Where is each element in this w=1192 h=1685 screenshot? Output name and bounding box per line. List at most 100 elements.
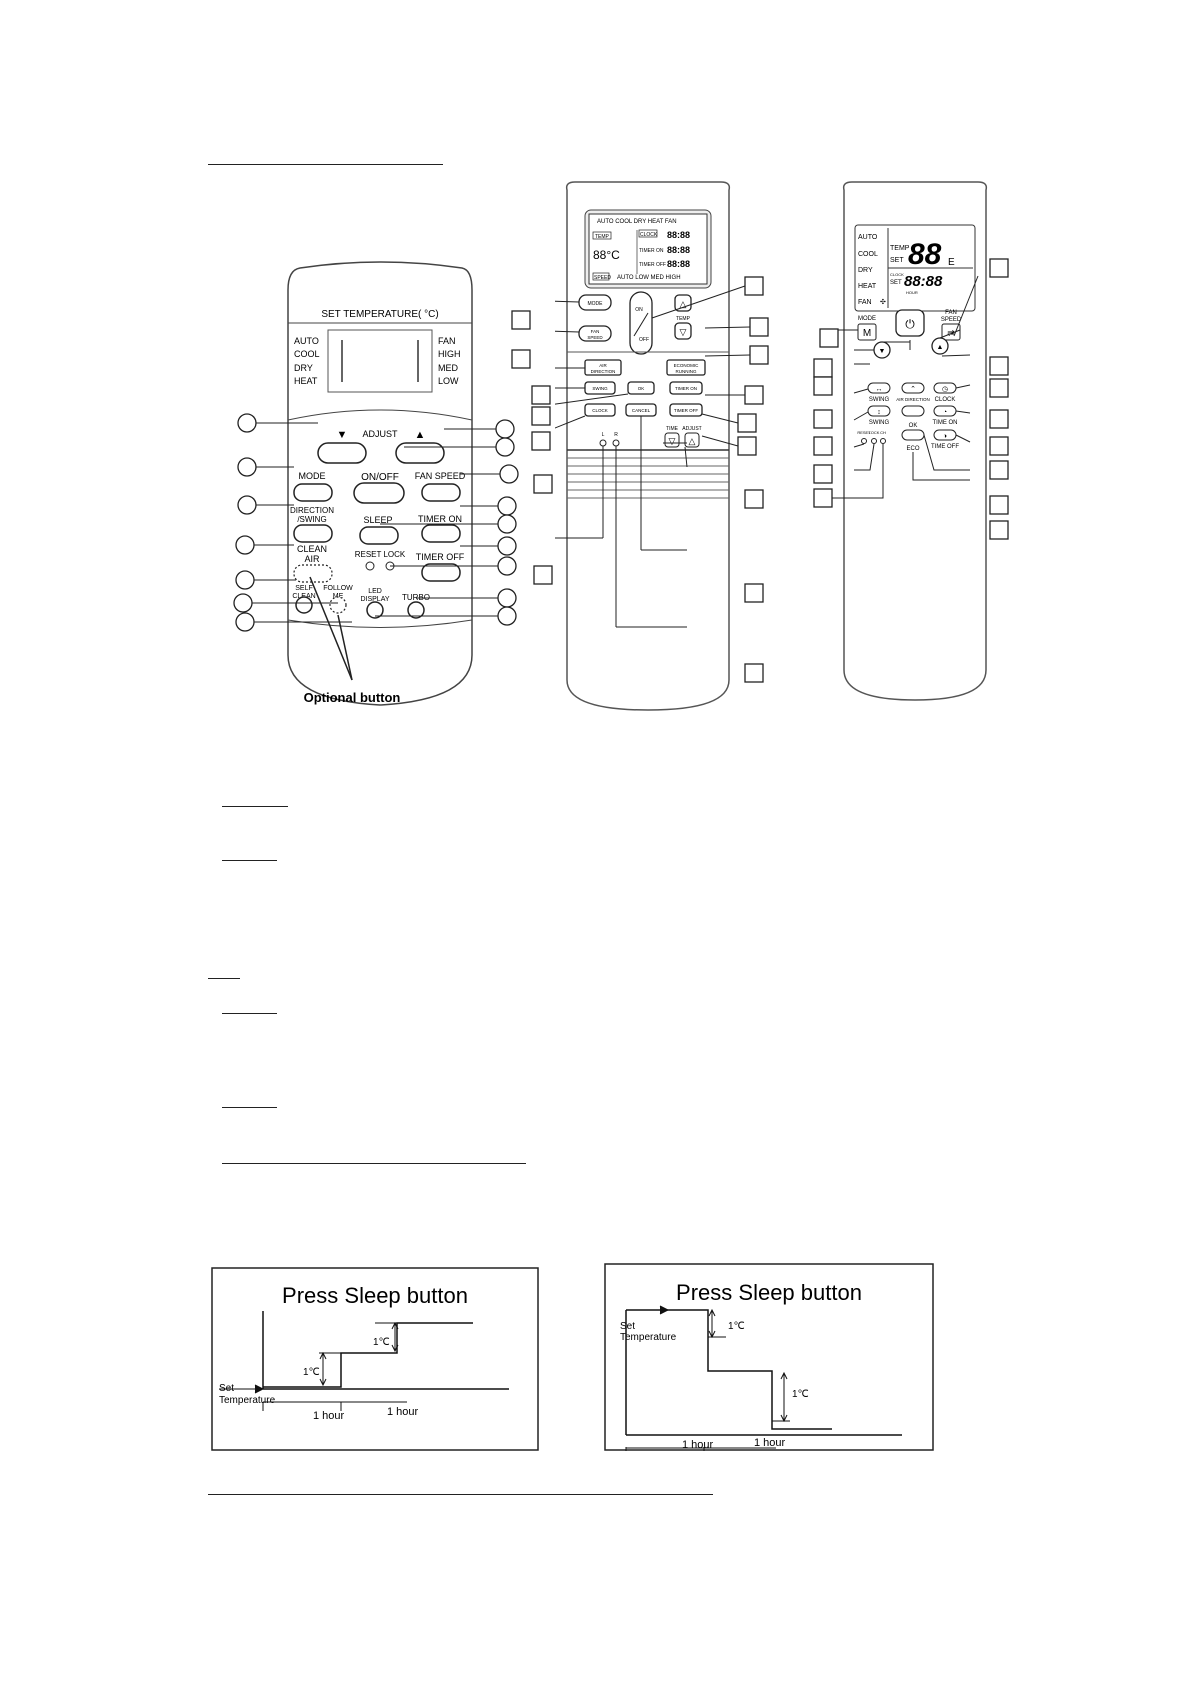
svg-text:DIRECTION: DIRECTION xyxy=(290,506,334,515)
set-label: Temperature xyxy=(620,1332,677,1343)
direction-swing-button[interactable] xyxy=(293,524,333,543)
step-label: 1℃ xyxy=(792,1389,809,1400)
callout-circle xyxy=(237,495,257,515)
remote1-callouts xyxy=(233,413,519,632)
lcd-fan-icon: ✣ xyxy=(880,298,886,306)
sleep-button[interactable] xyxy=(359,526,399,545)
clean-air-button[interactable] xyxy=(293,564,333,583)
swing-h-button[interactable] xyxy=(867,382,891,394)
on-off-button[interactable] xyxy=(353,482,405,504)
speed-med: MED xyxy=(438,363,459,373)
mode-button[interactable] xyxy=(578,294,612,311)
svg-text:SPEED: SPEED xyxy=(941,317,962,323)
fan-speed-button[interactable] xyxy=(941,323,961,341)
svg-text:AUTO: AUTO xyxy=(858,234,878,241)
callout-circle xyxy=(233,593,253,613)
economic-running-button[interactable] xyxy=(666,359,706,376)
callout-box xyxy=(531,406,551,426)
air-direction-button[interactable] xyxy=(901,382,925,394)
svg-text:SET: SET xyxy=(890,280,902,286)
hour-label: 1 hour xyxy=(313,1410,345,1422)
power-icon: ⏻ xyxy=(905,317,915,331)
mode-button[interactable] xyxy=(857,323,877,341)
set-arrow-head xyxy=(254,1384,265,1394)
svg-text:OK: OK xyxy=(638,386,645,391)
callout-box xyxy=(744,385,764,405)
callout-box xyxy=(989,495,1009,515)
timer-on-button[interactable] xyxy=(669,381,703,395)
power-button[interactable] xyxy=(895,309,925,337)
svg-text:AUTO COOL DRY HEAT FAN: AUTO COOL DRY HEAT FAN xyxy=(597,219,677,225)
callout-circle xyxy=(497,514,517,534)
air-direction-icon: ⌃ xyxy=(910,385,916,393)
callout-box xyxy=(533,565,553,585)
timer-off-button[interactable] xyxy=(421,563,461,582)
time-up-button[interactable] xyxy=(684,432,700,448)
reset-hole[interactable] xyxy=(861,438,867,444)
callout-box xyxy=(744,489,764,509)
svg-text:88:88: 88:88 xyxy=(667,245,690,255)
svg-text:SLEEP: SLEEP xyxy=(363,515,392,525)
svg-text:▲: ▲ xyxy=(937,344,944,351)
temp-down-button[interactable] xyxy=(674,322,692,340)
mode-button[interactable] xyxy=(293,483,333,502)
fan-speed-button[interactable] xyxy=(578,325,612,342)
svg-text:TIMER ON: TIMER ON xyxy=(418,514,462,524)
temp-up-button[interactable] xyxy=(395,442,445,464)
reset-lock-hole[interactable] xyxy=(365,561,375,571)
remote1-title: SET TEMPERATURE( °C) xyxy=(321,309,438,320)
hour-label: 1 hour xyxy=(387,1406,419,1418)
heading-underline xyxy=(208,978,240,979)
self-clean-button[interactable] xyxy=(295,596,313,614)
ch-hole[interactable] xyxy=(880,438,886,444)
temp-down-button[interactable] xyxy=(317,442,367,464)
ok-button[interactable] xyxy=(901,405,925,417)
adjust-label: ADJUST xyxy=(362,429,398,439)
on-off-button[interactable] xyxy=(629,291,653,355)
ok-button[interactable] xyxy=(627,381,655,395)
mode-cool: COOL xyxy=(294,349,320,359)
clock-button[interactable] xyxy=(584,403,616,417)
remote-controller-3: AUTO COOL DRY HEAT FAN ✣ TEMP SET 88 E C… xyxy=(830,181,988,701)
svg-text:TIMER OFF: TIMER OFF xyxy=(674,408,698,413)
callout-box xyxy=(813,358,833,378)
callout-box xyxy=(744,583,764,603)
svg-text:COOL: COOL xyxy=(858,251,878,258)
turbo-button[interactable] xyxy=(407,601,425,619)
svg-text:▼: ▼ xyxy=(879,348,886,355)
timer-off-button[interactable] xyxy=(669,403,703,417)
svg-text:OFF: OFF xyxy=(639,337,649,343)
remote-controller-2: AUTO COOL DRY HEAT FAN TEMP 88°C CLOCK T… xyxy=(555,181,731,711)
swing-v-button[interactable] xyxy=(867,405,891,417)
timer-on-button[interactable] xyxy=(421,524,461,543)
svg-text:DISPLAY: DISPLAY xyxy=(360,596,389,603)
callout-box xyxy=(744,663,764,683)
svg-text:TIMER ON: TIMER ON xyxy=(639,248,664,254)
svg-text:SWING: SWING xyxy=(869,397,890,403)
svg-text:L: L xyxy=(602,432,605,438)
fan-speed-button[interactable] xyxy=(421,483,461,502)
svg-text:△: △ xyxy=(680,299,687,309)
follow-me-button[interactable] xyxy=(329,596,347,614)
hour-label: 1 hour xyxy=(682,1439,714,1451)
heading-underline xyxy=(222,1107,277,1108)
swing-v-icon: ↕ xyxy=(877,409,881,416)
svg-text:FAN: FAN xyxy=(591,329,600,334)
mode-fan: FAN xyxy=(438,336,456,346)
svg-text:TIMER ON: TIMER ON xyxy=(675,386,697,391)
led-display-button[interactable] xyxy=(366,601,384,619)
callout-circle xyxy=(235,612,255,632)
svg-text:▲: ▲ xyxy=(415,429,426,441)
callout-box xyxy=(813,464,833,484)
mode-dry: DRY xyxy=(294,363,313,373)
callout-circle xyxy=(235,535,255,555)
svg-text:RESET LOCK: RESET LOCK xyxy=(355,550,406,559)
svg-text:ECONOMIC: ECONOMIC xyxy=(674,363,700,368)
optional-button-label: Optional button xyxy=(304,690,401,705)
callout-box xyxy=(749,345,769,365)
lock-hole[interactable] xyxy=(871,438,877,444)
svg-text:HEAT: HEAT xyxy=(858,283,877,290)
heading-underline xyxy=(222,1163,526,1164)
callout-box xyxy=(749,317,769,337)
svg-text:AIR: AIR xyxy=(599,363,607,368)
